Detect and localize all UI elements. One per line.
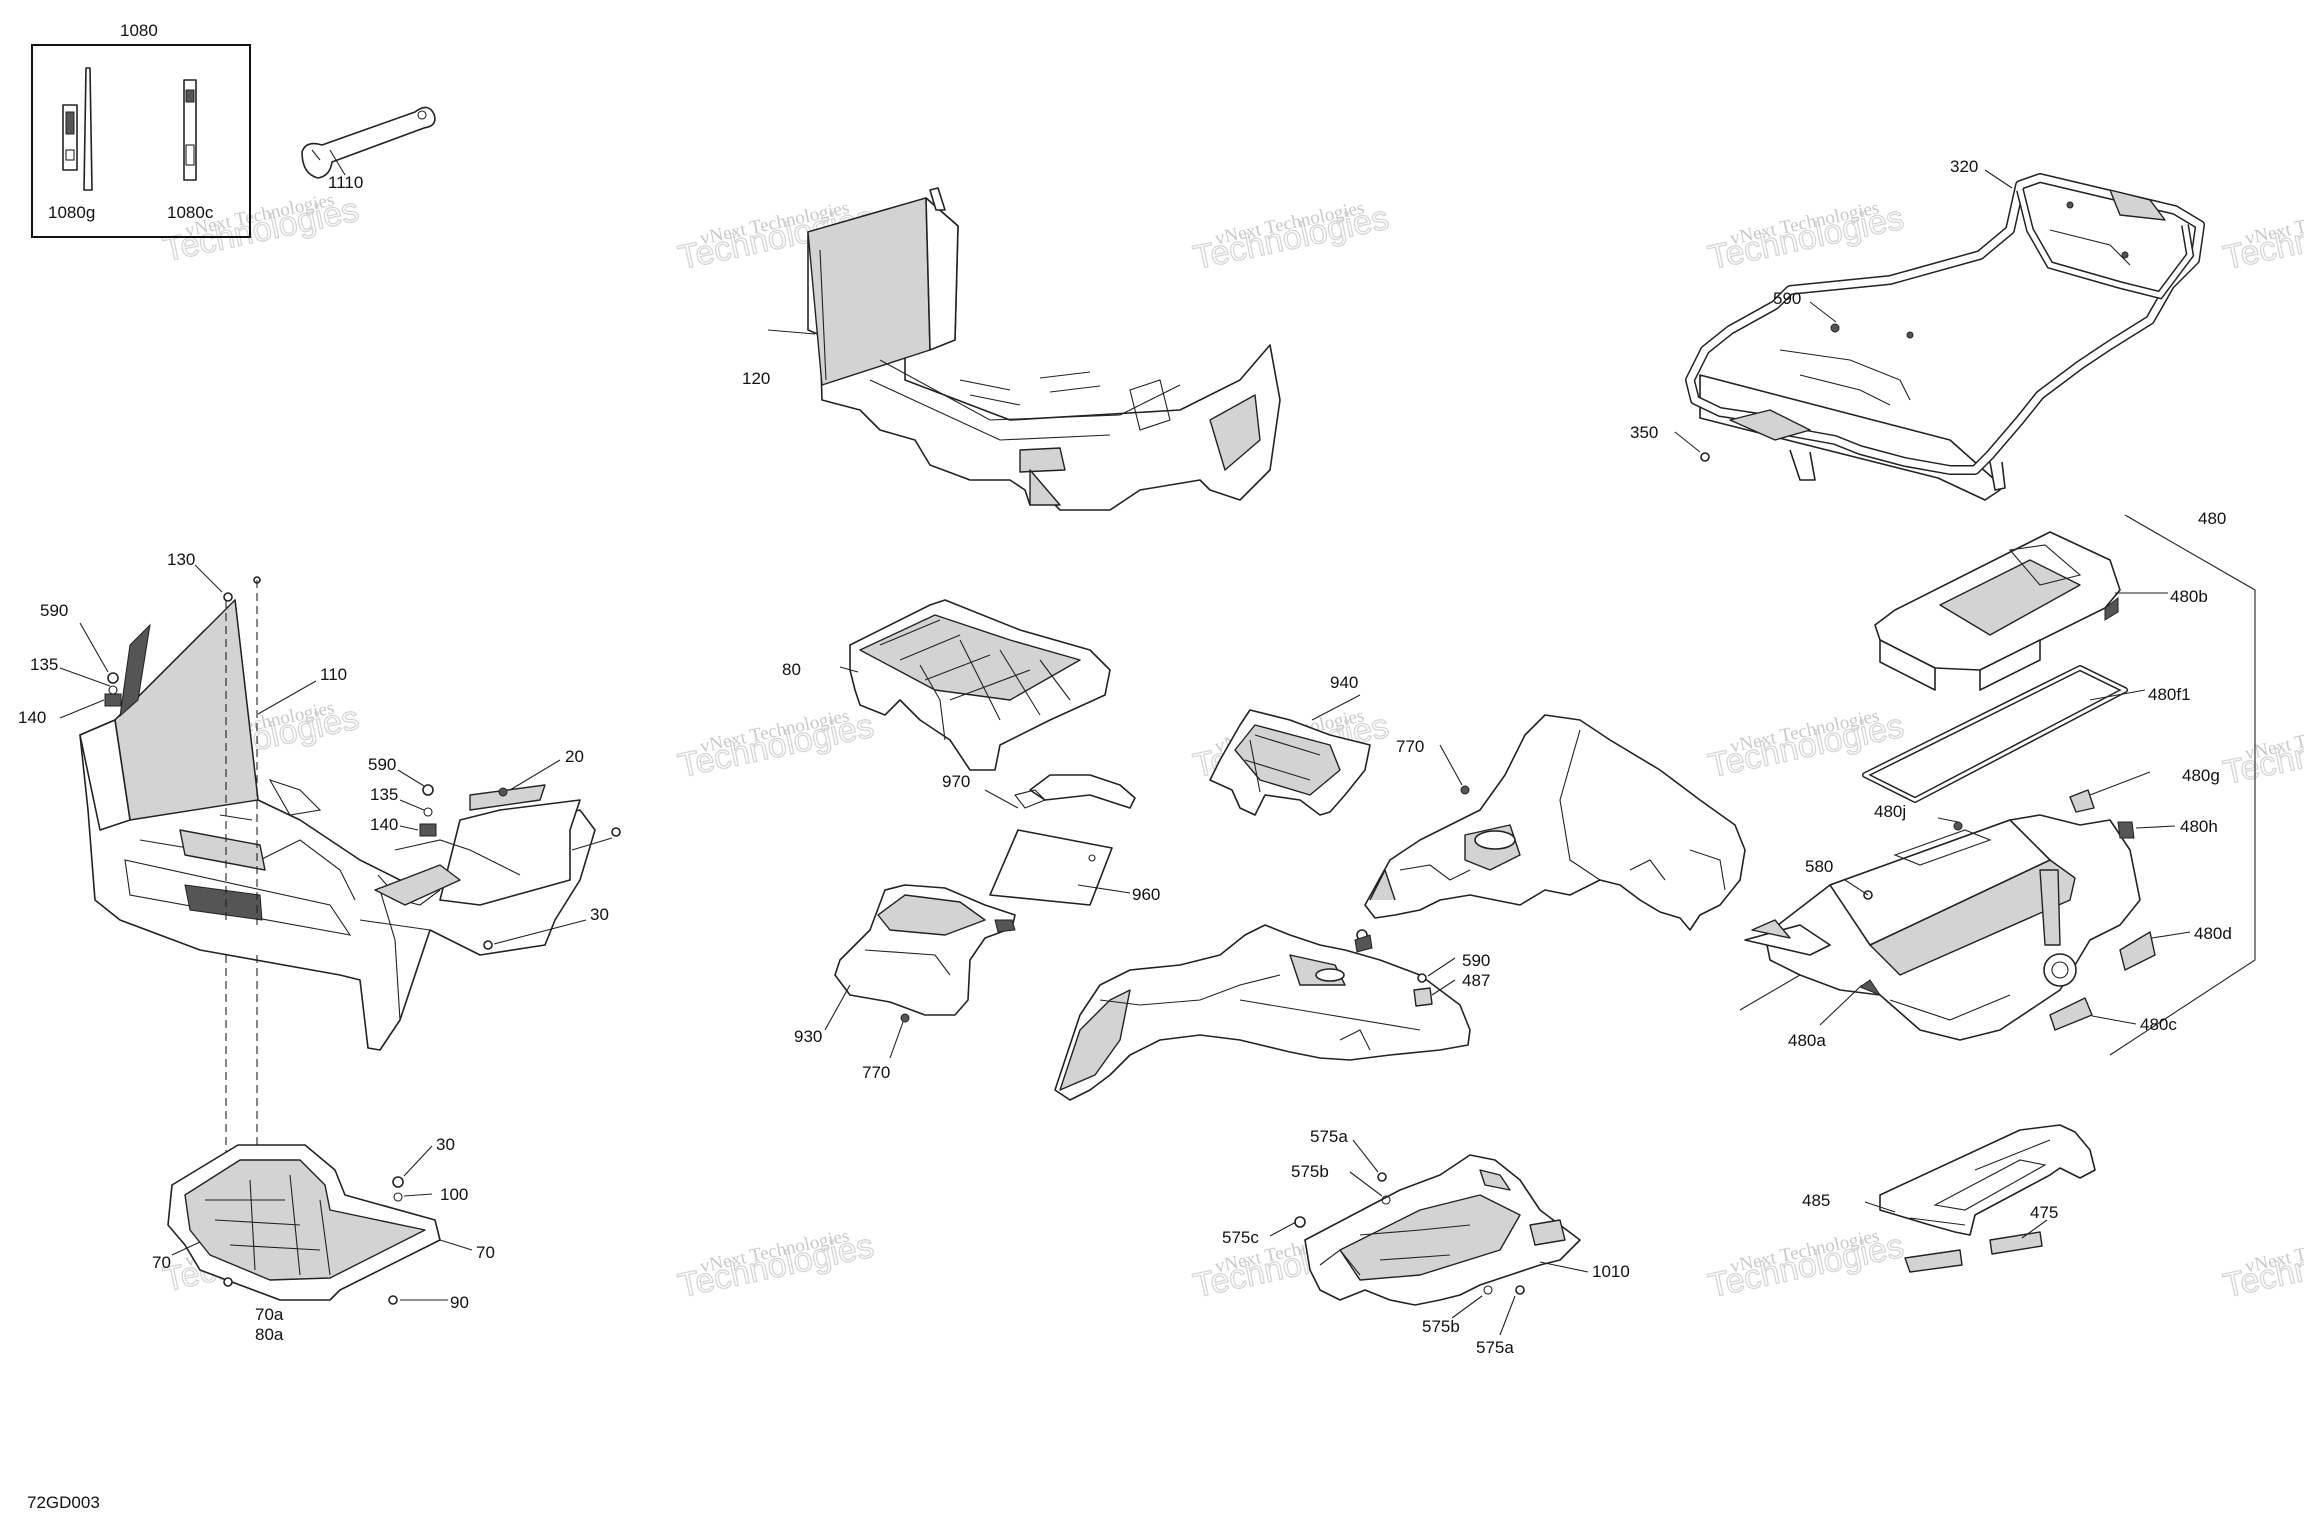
callout-1080: 1080 <box>120 21 158 40</box>
callout-135-front-right: 135 <box>370 785 398 804</box>
callout-80: 80 <box>782 660 801 679</box>
callout-70-left: 70 <box>152 1253 171 1272</box>
screwdriver-part <box>62 67 93 191</box>
callout-100: 100 <box>440 1185 468 1204</box>
callout-940: 940 <box>1330 673 1358 692</box>
center-floor-group: 575a 575b 575c 1010 575b 575a <box>1222 1127 1630 1357</box>
storage-box-group: 480 480b 480f1 480g <box>1739 509 2256 1056</box>
callout-590-front-body: 590 <box>1462 951 1490 970</box>
callout-970: 970 <box>942 772 970 791</box>
callout-135-front-left: 135 <box>30 655 58 674</box>
watermark: Technologies vNext Technologies <box>2219 1225 2304 1305</box>
watermark: Technologies vNext Technologies <box>1704 197 1907 277</box>
callout-1080g: 1080g <box>48 203 95 222</box>
plate-960-group: 960 <box>989 829 1160 906</box>
front-fender-group: 130 590 135 140 110 590 135 140 20 30 <box>18 550 621 1160</box>
callout-1010: 1010 <box>1592 1262 1630 1281</box>
callout-590-front-left: 590 <box>40 601 68 620</box>
callout-575b-top: 575b <box>1291 1162 1329 1181</box>
watermark: Technologies vNext Technologies <box>1189 197 1392 277</box>
callout-110: 110 <box>320 665 347 684</box>
callout-30-lower: 30 <box>436 1135 455 1154</box>
callout-140-front-right: 140 <box>370 815 398 834</box>
front-storage-frame-group: 80 <box>782 599 1111 771</box>
callout-487: 487 <box>1462 971 1490 990</box>
callout-930: 930 <box>794 1027 822 1046</box>
callout-590-rack: 590 <box>1773 289 1801 308</box>
callout-770-upper: 770 <box>1396 737 1424 756</box>
front-fender-large-group: 590 487 <box>1054 924 1490 1101</box>
spanner-wrench-group: 1110 <box>301 106 436 192</box>
callout-770-lower: 770 <box>862 1063 890 1082</box>
diagram-code: 72GD003 <box>27 1493 100 1512</box>
callout-480g: 480g <box>2182 766 2220 785</box>
callout-480h: 480h <box>2180 817 2218 836</box>
callout-480: 480 <box>2198 509 2226 528</box>
callout-575c: 575c <box>1222 1228 1259 1247</box>
rear-fender-group: 120 <box>742 187 1281 511</box>
headlight-bracket-group: 940 <box>1209 673 1371 816</box>
tool-kit-frame <box>31 44 251 238</box>
watermark: Technologies vNext Technologies <box>2219 712 2304 792</box>
watermark: Technologies vNext Technologies <box>159 189 362 269</box>
callout-580: 580 <box>1805 857 1833 876</box>
watermark: Technologies vNext Technologies <box>2219 197 2304 277</box>
tool-kit-group: 1080 1080g 1080c <box>31 21 251 238</box>
watermark: Technologies vNext Technologies <box>1704 1225 1907 1305</box>
callout-80a: 80a <box>255 1325 284 1344</box>
callout-1080c: 1080c <box>167 203 214 222</box>
callout-485: 485 <box>1802 1191 1830 1210</box>
callout-960: 960 <box>1132 885 1160 904</box>
callout-480d: 480d <box>2194 924 2232 943</box>
front-panel-930-group: 930 770 <box>794 884 1016 1082</box>
callout-575b-bottom: 575b <box>1422 1317 1460 1336</box>
callout-30-front: 30 <box>590 905 609 924</box>
callout-90: 90 <box>450 1293 469 1312</box>
callout-480c: 480c <box>2140 1015 2177 1034</box>
callout-120: 120 <box>742 369 770 388</box>
callout-480j: 480j <box>1874 802 1906 821</box>
socket-tool-part <box>183 79 197 181</box>
callout-350: 350 <box>1630 423 1658 442</box>
callout-480a: 480a <box>1788 1031 1826 1050</box>
front-body-group: 770 <box>1364 714 1746 931</box>
callout-130: 130 <box>167 550 195 569</box>
callout-475: 475 <box>2030 1203 2058 1222</box>
callout-480b: 480b <box>2170 587 2208 606</box>
watermark: Technologies vNext Technologies <box>674 705 877 785</box>
rear-rack-group: 320 590 350 <box>1630 157 2205 501</box>
callout-575a-top: 575a <box>1310 1127 1348 1146</box>
callout-575a-bottom: 575a <box>1476 1338 1514 1357</box>
callout-480f1: 480f1 <box>2148 685 2191 704</box>
deflector-970-group: 970 <box>942 772 1136 809</box>
callout-20: 20 <box>565 747 584 766</box>
front-lower-panel-group: 30 100 70 70 90 70a 80a <box>152 1135 495 1344</box>
skid-plate-group: 485 475 <box>1802 1124 2096 1273</box>
callout-140-front-left: 140 <box>18 708 46 727</box>
callout-1110: 1110 <box>328 173 363 192</box>
callout-70a: 70a <box>255 1305 284 1324</box>
callout-70-right: 70 <box>476 1243 495 1262</box>
callout-590-front-right: 590 <box>368 755 396 774</box>
callout-320: 320 <box>1950 157 1978 176</box>
watermark: Technologies vNext Technologies <box>674 1225 877 1305</box>
